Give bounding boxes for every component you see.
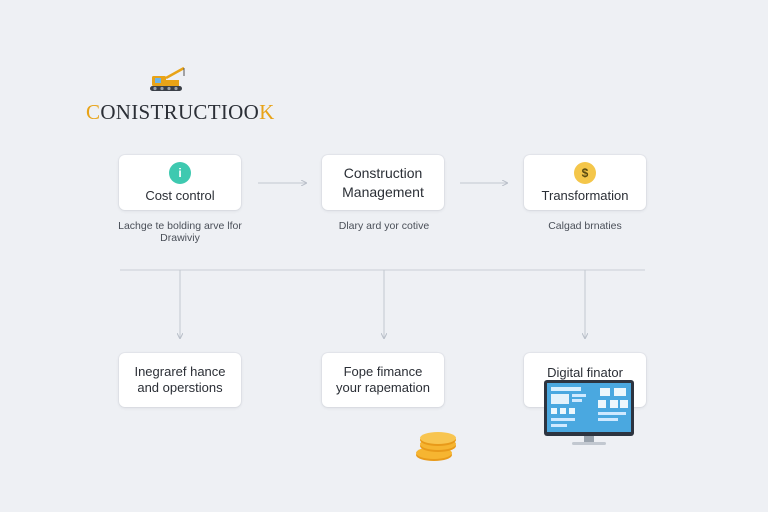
caption-construction-management: Dlary ard yor cotive: [338, 220, 430, 232]
card-cost-control[interactable]: i Cost control: [119, 155, 241, 210]
card-transformation[interactable]: $ Transformation: [524, 155, 646, 210]
card-label: Construction Management: [342, 164, 424, 200]
card-label: Transformation: [541, 187, 629, 203]
card-construction-management[interactable]: Construction Management: [322, 155, 444, 210]
card-label: Cost control: [145, 187, 215, 203]
crane-truck-icon: [150, 66, 185, 91]
brand-title-first: C: [86, 100, 101, 124]
card-label: Fope fimance your rapemation: [336, 364, 430, 395]
desktop-monitor-icon: [544, 380, 634, 445]
coin-stack-icon: [416, 432, 456, 461]
card-integrated-finance[interactable]: Inegraref hance and operstions: [119, 353, 241, 407]
brand-title: CONISTRUCTIOOK: [86, 100, 275, 125]
brand-title-rest: ONISTRUCTIOO: [100, 100, 260, 124]
card-label: Inegraref hance and operstions: [134, 364, 226, 395]
caption-transformation: Calgad brnaties: [548, 220, 622, 232]
caption-cost-control: Lachge te bolding arve lfor Drawiviy: [118, 220, 242, 244]
brand-title-last: K: [259, 100, 275, 124]
card-label: Digital finator: [547, 365, 623, 380]
dollar-tube-icon: i: [169, 161, 191, 184]
dollar-coin-icon: $: [574, 161, 596, 184]
card-scope-finance[interactable]: Fope fimance your rapemation: [322, 353, 444, 407]
